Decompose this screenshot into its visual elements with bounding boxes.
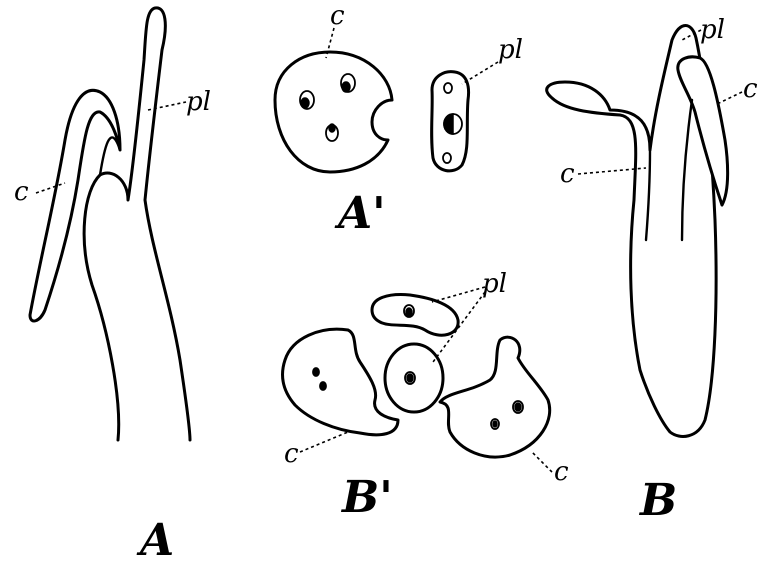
figure-a-title: A xyxy=(136,515,174,565)
figure-a-prime-title: A' xyxy=(334,188,386,239)
figure-b-c-label-right: c xyxy=(743,74,758,104)
figure-b-prime-bundle-dot xyxy=(314,369,318,375)
figure-a-prime-carpel-section xyxy=(275,52,392,172)
figure-a-prime-bundle-dot xyxy=(301,98,309,108)
figure-b-prime-bundle-dot xyxy=(321,383,325,389)
figure-b-pl-label: pl xyxy=(700,15,725,45)
figure-a-prime-bundle-dot xyxy=(342,82,350,92)
figure-b-prime-bundle-dot xyxy=(406,308,412,316)
figure-b-prime-title: B' xyxy=(340,472,393,523)
figure-a-prime-drawing xyxy=(275,52,469,172)
figure-b-drawing xyxy=(547,26,728,437)
figure-b-c-leader-right xyxy=(715,92,742,105)
figure-b-c-label-left: c xyxy=(560,159,575,189)
figure-b-prime-c-leader-left xyxy=(300,432,348,452)
figure-b-prime-drawing xyxy=(282,295,549,457)
figure-a-prime-bundle-dot xyxy=(329,124,335,132)
figure-a-c-label: c xyxy=(14,177,29,207)
figure-a-prime-bundle xyxy=(444,83,452,93)
figure-b-prime-c-leader-right xyxy=(532,452,552,472)
figure-b-prime-carpel-right xyxy=(440,337,550,457)
figure-a-prime-bundle xyxy=(443,153,451,163)
figure-b-title: B xyxy=(638,475,677,526)
figure-b-prime-c-label-left: c xyxy=(284,439,299,469)
figure-b-prime-bundle-dot xyxy=(515,403,521,411)
figure-a-inner-fold xyxy=(100,137,120,175)
figure-b-prime-pl-leader-1 xyxy=(432,287,485,302)
figure-b-prime-pl-label: pl xyxy=(482,269,507,299)
figure-a-drawing xyxy=(30,8,190,440)
figure-b-prime-carpel-left xyxy=(282,329,398,435)
figure-b-prime-c-label-right: c xyxy=(554,457,569,487)
figure-a-prime-c-label: c xyxy=(330,1,345,31)
figure-a-prime-pl-label: pl xyxy=(498,35,523,65)
figure-b-prime-bundle-dot xyxy=(493,421,497,427)
figure-a-pl-label: pl xyxy=(186,87,211,117)
figure-b-prime-bundle-dot xyxy=(407,374,413,382)
figure-b-prime-placenta-upper xyxy=(372,295,458,336)
figure-a-stem-and-placenta xyxy=(84,8,190,440)
